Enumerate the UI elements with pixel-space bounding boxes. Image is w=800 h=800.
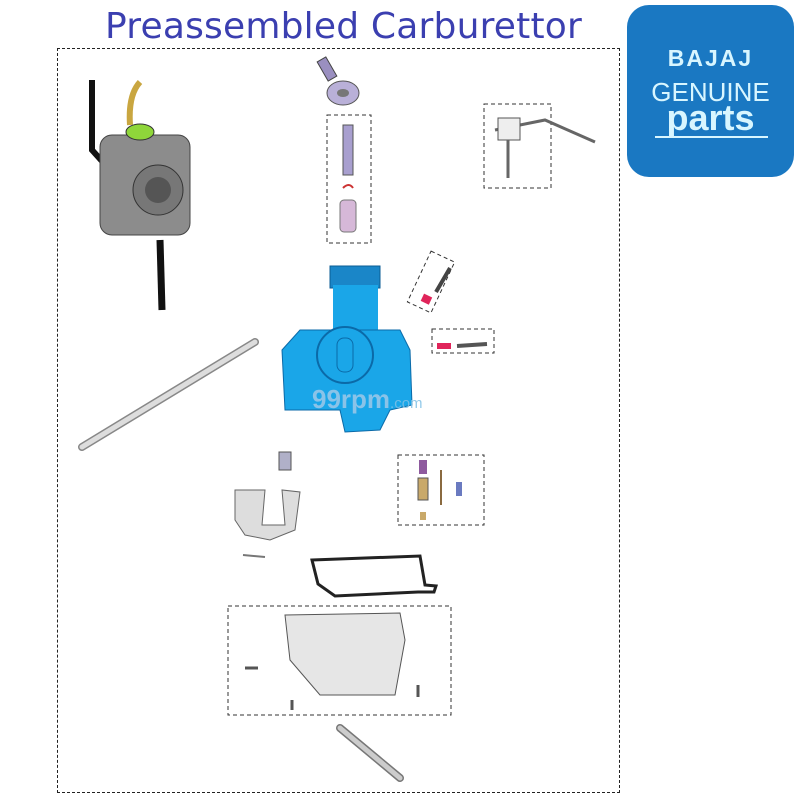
logo-underline (655, 136, 768, 138)
logo-brand: BAJAJ (667, 45, 754, 71)
page-title: Preassembled Carburettor (105, 6, 583, 47)
idle-screw-set (431, 328, 495, 354)
carburettor-top-cap (316, 56, 360, 106)
bajaj-genuine-parts-logo: BAJAJ GENUINE parts (627, 5, 794, 177)
float-valve (278, 451, 292, 471)
logo-genuine: GENUINE (651, 77, 770, 107)
choke-lever-assembly (483, 103, 596, 189)
logo-parts: parts (666, 97, 755, 138)
diagram-frame (57, 48, 620, 793)
throttle-spring-group (326, 114, 372, 244)
jet-set (397, 454, 485, 526)
carburettor-body (281, 265, 413, 433)
watermark: 99rpm.com (312, 384, 423, 415)
assembled-carburettor (89, 79, 191, 311)
float-chamber-group (227, 605, 452, 716)
float-chamber-gasket (310, 554, 439, 598)
watermark-suffix: .com (390, 395, 423, 412)
float (234, 489, 301, 558)
watermark-main: 99rpm (312, 384, 391, 414)
pilot-screw-set (406, 250, 456, 314)
